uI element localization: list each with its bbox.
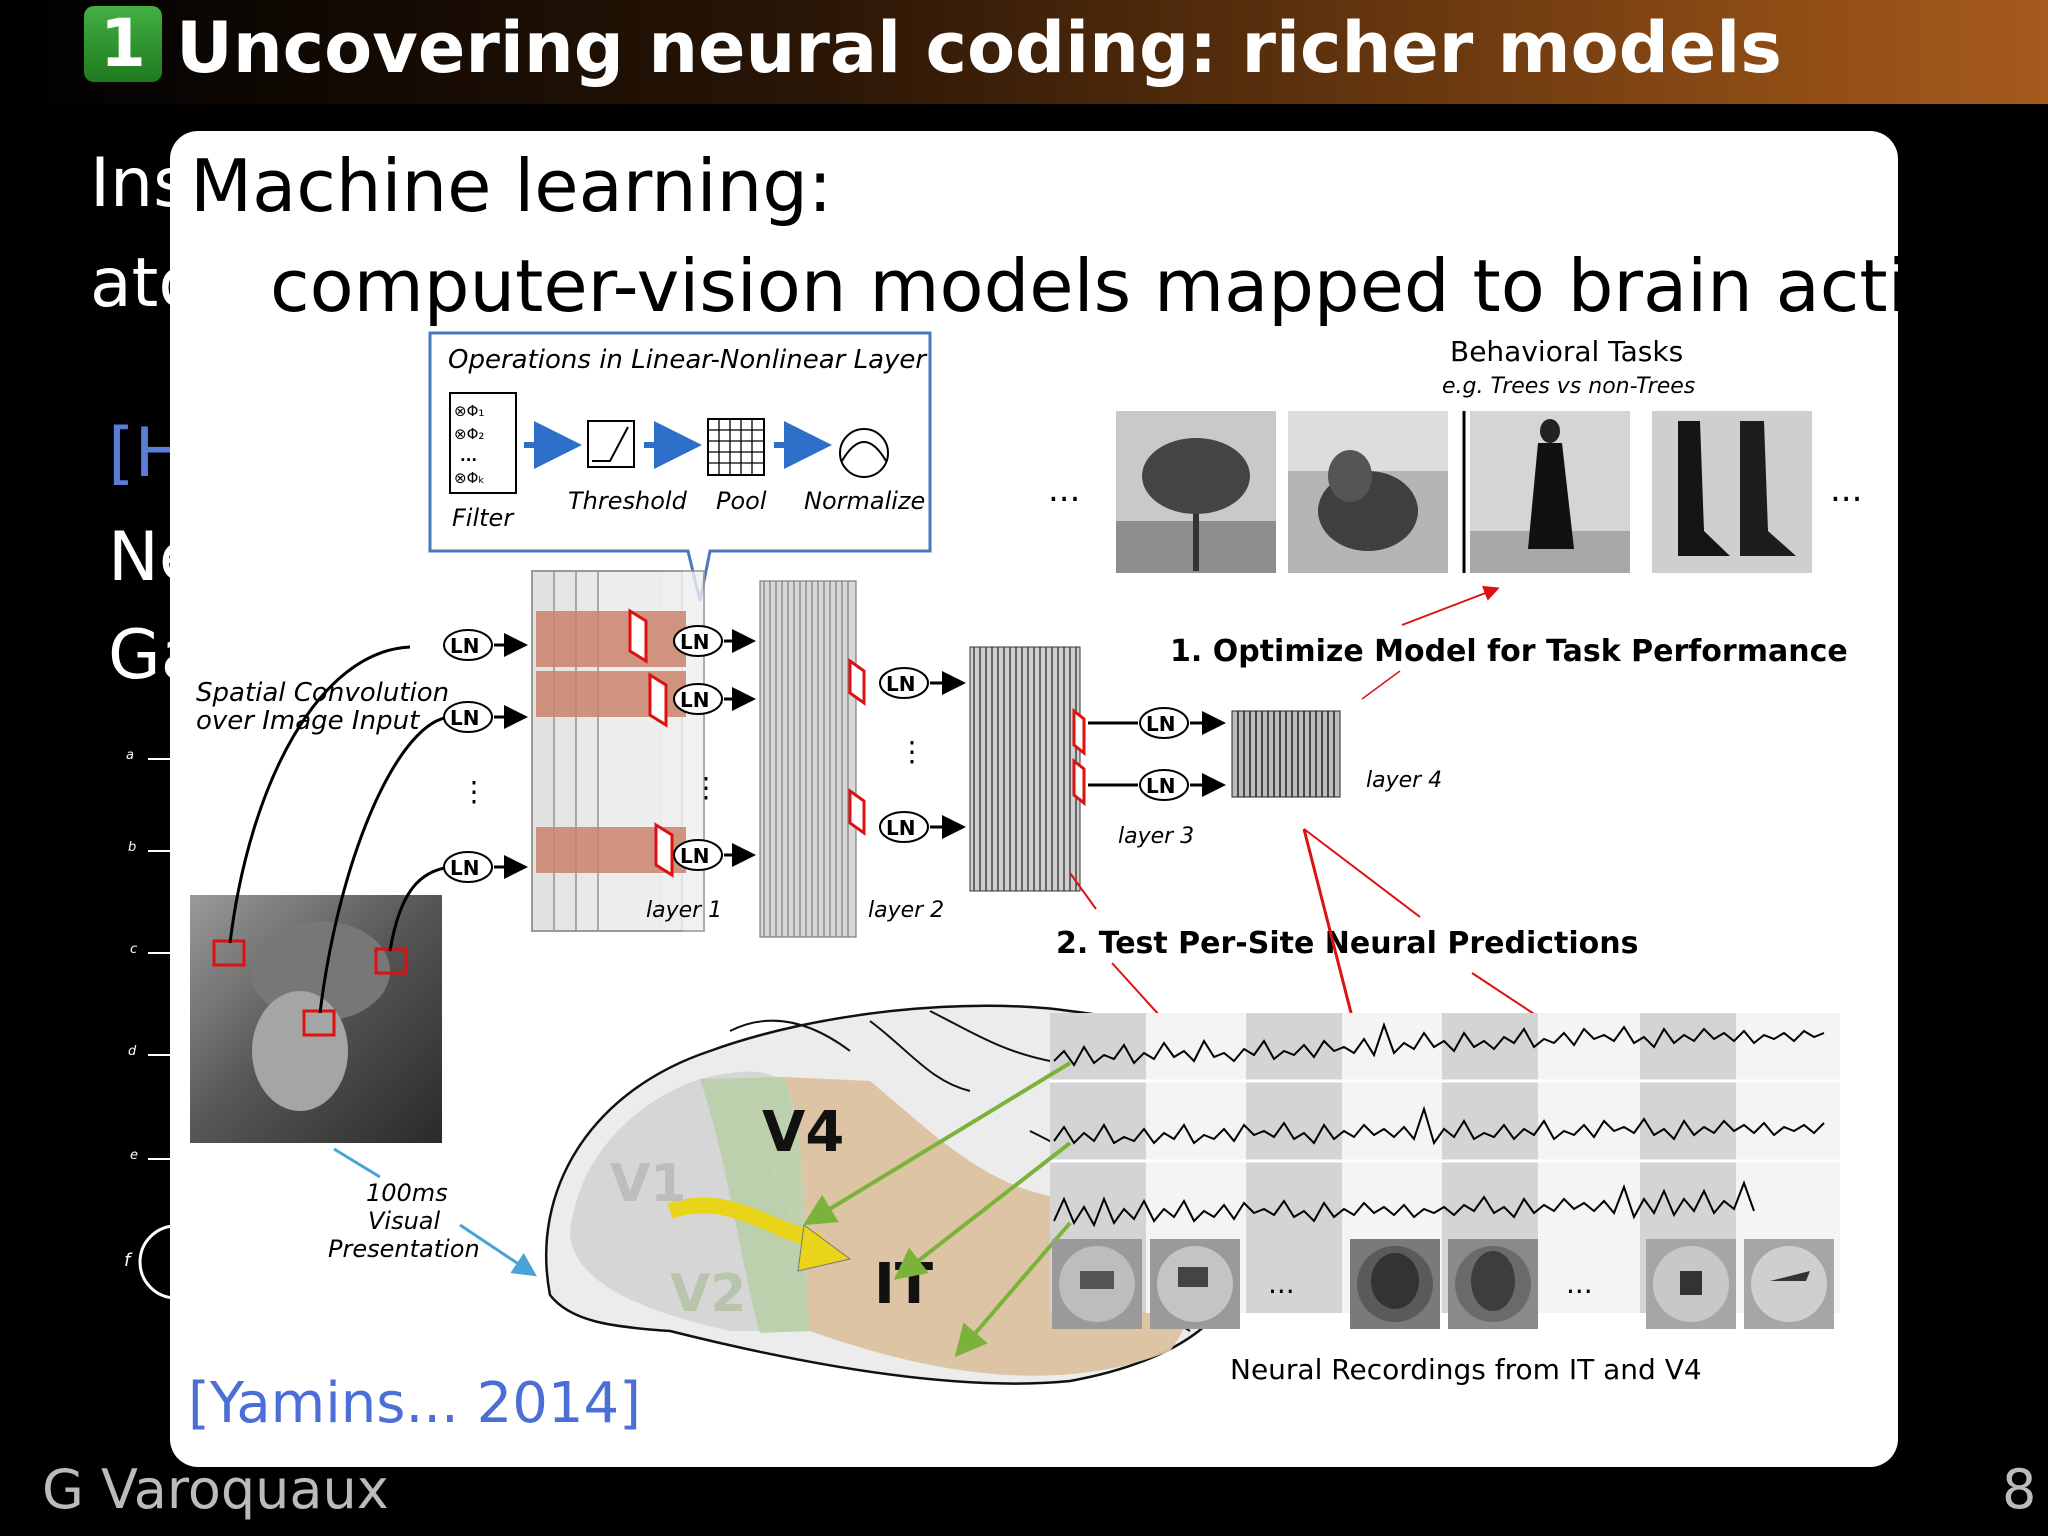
ruler-label-f: f bbox=[124, 1250, 131, 1271]
operations-box: Operations in Linear-Nonlinear Layer ⊗Φ₁… bbox=[428, 331, 932, 602]
ln-node: LN bbox=[673, 683, 723, 715]
layer-4-label: layer 4 bbox=[1366, 768, 1442, 793]
test-label: 2. Test Per-Site Neural Predictions bbox=[1056, 926, 1638, 961]
presentation-line3: Presentation bbox=[328, 1235, 480, 1263]
svg-text:LN: LN bbox=[450, 634, 479, 658]
layer-1-label: layer 1 bbox=[646, 898, 722, 923]
ruler-tick bbox=[148, 952, 182, 954]
normalize-icon bbox=[839, 428, 889, 478]
panel-subheading: computer-vision models mapped to brain a… bbox=[270, 244, 1898, 328]
presentation-line2: Visual bbox=[368, 1207, 441, 1235]
layer-4-block bbox=[1231, 710, 1341, 798]
op-normalize: Normalize bbox=[804, 487, 925, 515]
ln-node: LN bbox=[443, 701, 493, 733]
ruler-tick bbox=[148, 850, 182, 852]
spatial-label-line2: over Image Input bbox=[196, 706, 420, 736]
thumb-ellipsis-1: ... bbox=[1268, 1267, 1295, 1300]
footer-author: G Varoquaux bbox=[42, 1458, 389, 1521]
ln-node: LN bbox=[1139, 707, 1189, 739]
section-number-badge: 1 bbox=[84, 6, 162, 82]
behavioral-title: Behavioral Tasks bbox=[1450, 335, 1683, 368]
task-image-boots bbox=[1652, 411, 1812, 573]
ellipsis-right: ... bbox=[1830, 470, 1862, 510]
layer-2-block bbox=[759, 580, 866, 938]
thumb-ellipsis-2: ... bbox=[1566, 1267, 1593, 1300]
filter-item: ⊗Φₖ bbox=[454, 469, 485, 487]
svg-text:LN: LN bbox=[1146, 712, 1175, 736]
op-pool: Pool bbox=[716, 487, 767, 515]
ln-node: LN bbox=[1139, 769, 1189, 801]
behavioral-subtitle: e.g. Trees vs non-Trees bbox=[1442, 374, 1695, 399]
ln-node: LN bbox=[879, 667, 929, 699]
op-filter: Filter bbox=[452, 504, 515, 532]
svg-text:LN: LN bbox=[450, 706, 479, 730]
task-image-tree bbox=[1116, 411, 1276, 573]
vertical-ellipsis: ⋮ bbox=[460, 775, 488, 808]
task-image-plant bbox=[1288, 411, 1448, 573]
ruler-tick bbox=[148, 758, 182, 760]
svg-text:LN: LN bbox=[886, 816, 915, 840]
ruler-label-a: a bbox=[126, 748, 134, 763]
area-v2: V2 bbox=[670, 1264, 746, 1324]
yamins-figure: Operations in Linear-Nonlinear Layer ⊗Φ₁… bbox=[190, 331, 1862, 1386]
ruler-tick bbox=[148, 1054, 182, 1056]
ruler-label-c: c bbox=[130, 942, 138, 957]
ops-title: Operations in Linear-Nonlinear Layer bbox=[448, 345, 928, 375]
vertical-ellipsis: ⋮ bbox=[692, 771, 720, 804]
filter-item: ⊗Φ₂ bbox=[454, 425, 484, 443]
ln-node: LN bbox=[673, 625, 723, 657]
ln-node: LN bbox=[879, 811, 929, 843]
slide-title: Uncovering neural coding: richer models bbox=[176, 7, 1782, 89]
vertical-ellipsis: ⋮ bbox=[898, 735, 926, 768]
svg-text:LN: LN bbox=[886, 672, 915, 696]
stimulus-thumbnails bbox=[1052, 1239, 1834, 1329]
ln-node: LN bbox=[443, 851, 493, 883]
ruler-label-b: b bbox=[128, 840, 137, 855]
optimize-label: 1. Optimize Model for Task Performance bbox=[1170, 634, 1848, 669]
svg-text:LN: LN bbox=[680, 630, 709, 654]
ellipsis-left: ... bbox=[1048, 470, 1080, 510]
presentation-line1: 100ms bbox=[366, 1179, 448, 1207]
ruler-tick bbox=[148, 1158, 182, 1160]
layer-3-label: layer 3 bbox=[1118, 824, 1194, 849]
slide-header: 1 Uncovering neural coding: richer model… bbox=[0, 0, 2048, 104]
area-v1: V1 bbox=[610, 1154, 686, 1214]
area-it: IT bbox=[874, 1252, 933, 1317]
citation-link[interactable]: [Yamins... 2014] bbox=[188, 1371, 642, 1436]
ln-node: LN bbox=[673, 839, 723, 871]
filter-bank bbox=[449, 392, 517, 494]
svg-text:LN: LN bbox=[450, 856, 479, 880]
layer-1-block bbox=[531, 570, 705, 932]
svg-text:LN: LN bbox=[680, 688, 709, 712]
ruler-label-d: d bbox=[128, 1044, 137, 1059]
layer-3-block bbox=[969, 646, 1086, 892]
svg-text:LN: LN bbox=[680, 844, 709, 868]
task-image-person bbox=[1470, 411, 1630, 573]
recordings-label: Neural Recordings from IT and V4 bbox=[1230, 1353, 1702, 1386]
layer-2-label: layer 2 bbox=[868, 898, 944, 923]
page-number: 8 bbox=[2002, 1458, 2037, 1521]
overlay-panel: Machine learning: computer-vision models… bbox=[170, 131, 1898, 1467]
panel-heading: Machine learning: bbox=[190, 144, 833, 228]
svg-text:LN: LN bbox=[1146, 774, 1175, 798]
ruler-label-e: e bbox=[130, 1148, 138, 1163]
input-image bbox=[190, 895, 442, 1143]
filter-item: ⊗Φ₁ bbox=[454, 402, 484, 420]
op-threshold: Threshold bbox=[568, 487, 688, 515]
filter-item: ... bbox=[460, 447, 477, 465]
ln-node: LN bbox=[443, 629, 493, 661]
pool-grid-icon bbox=[707, 418, 765, 476]
area-v4: V4 bbox=[762, 1100, 844, 1165]
